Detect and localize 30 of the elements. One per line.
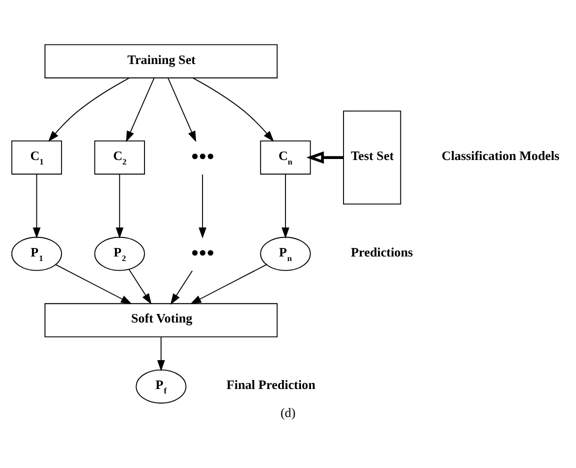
node-box: C$_{n}$ [260,140,311,174]
arrow [282,174,290,238]
node-ellipse: P$_{f}$ [136,369,186,404]
arrow [55,264,132,304]
node-box: Test Set [343,110,402,204]
arrow [157,336,165,371]
arrow [198,174,206,238]
arrow [190,264,267,304]
caption: (d) [280,406,296,420]
node-text: ●●● [191,148,214,163]
arrow [170,270,193,304]
label: Final Prediction [226,378,316,392]
node-box: C$_{1}$ [11,140,62,174]
node-ellipse: P$_{1}$ [11,236,62,270]
node-text: ●●● [191,244,214,259]
arrow [128,268,152,304]
arrow [192,77,274,142]
arrow [306,150,344,164]
arrow [168,77,196,142]
arrow [32,174,41,238]
node-box: Soft Voting [44,302,278,337]
label: Classification Models [442,148,560,163]
arrow [116,174,124,238]
node-ellipse: P$_{2}$ [94,236,145,270]
label: Predictions [350,244,413,259]
node-box: C$_{2}$ [94,140,145,174]
arrow [126,77,154,142]
node-box: Training Set [44,44,278,78]
arrow [48,77,130,142]
node-ellipse: P$_{n}$ [260,236,311,270]
